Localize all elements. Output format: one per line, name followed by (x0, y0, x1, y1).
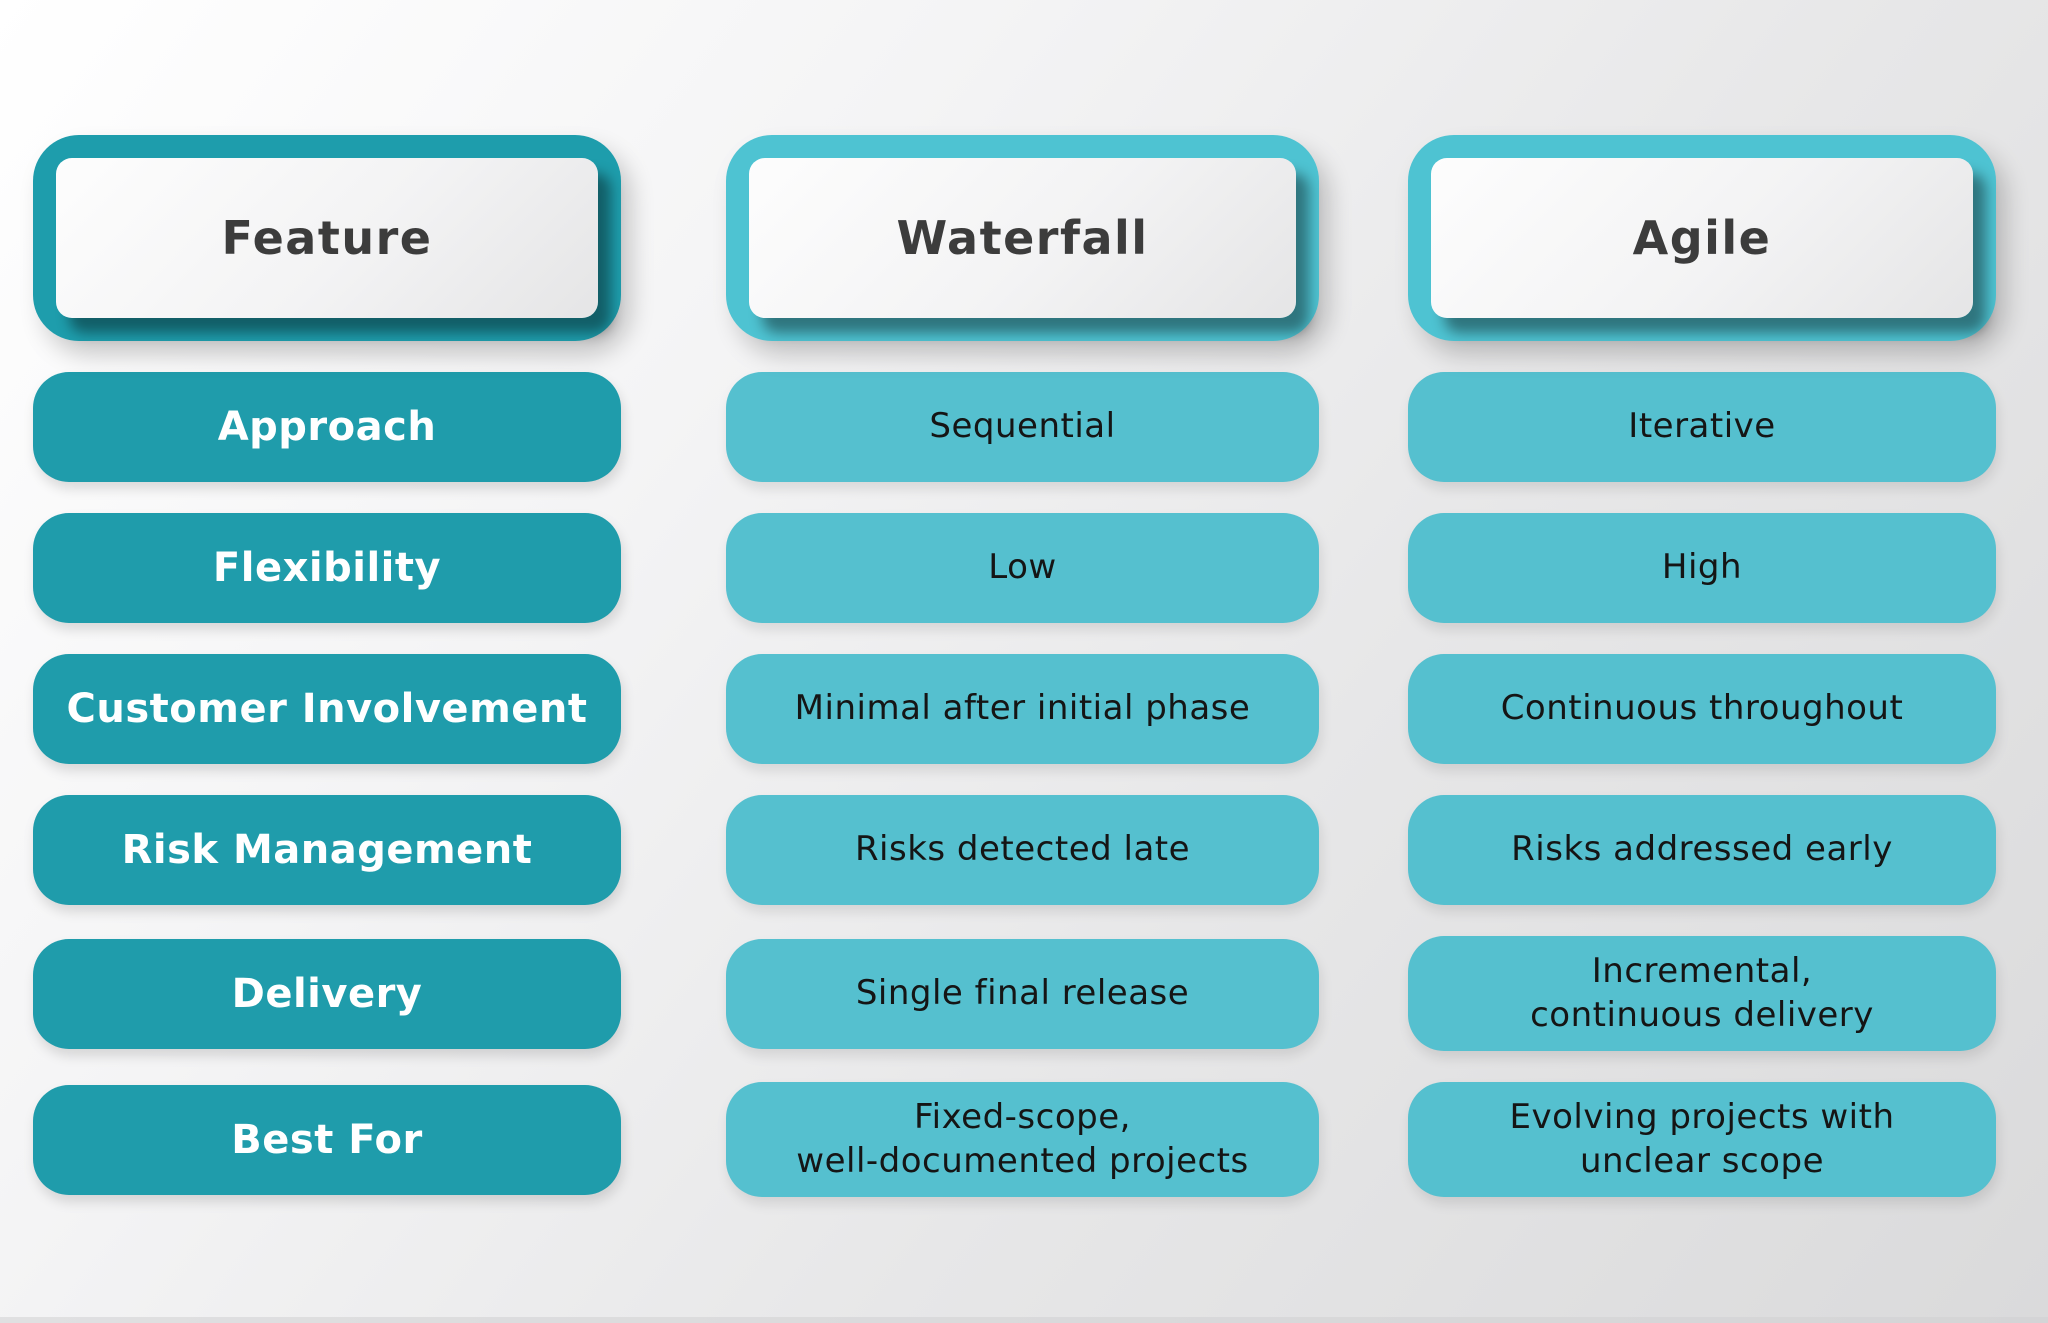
cell-waterfall-customer-involvement: Minimal after initial phase (726, 654, 1319, 764)
row-label-flexibility: Flexibility (33, 513, 621, 623)
row-label-risk-management: Risk Management (33, 795, 621, 905)
column-header-label: Waterfall (896, 211, 1149, 265)
cell-waterfall-flexibility: Low (726, 513, 1319, 623)
cell-waterfall-approach: Sequential (726, 372, 1319, 482)
column-header-agile: Agile (1408, 135, 1996, 341)
cell-waterfall-delivery: Single final release (726, 938, 1319, 1049)
cell-agile-delivery: Incremental, continuous delivery (1408, 936, 1996, 1052)
row-label-approach: Approach (33, 372, 621, 482)
cell-agile-risk-management: Risks addressed early (1408, 795, 1996, 905)
column-header-label: Feature (221, 211, 433, 265)
bottom-edge-shade (0, 1317, 2048, 1323)
cell-agile-customer-involvement: Continuous throughout (1408, 654, 1996, 764)
column-header-label: Agile (1632, 211, 1772, 265)
row-label-best-for: Best For (33, 1084, 621, 1195)
column-header-waterfall: Waterfall (726, 135, 1319, 341)
column-header-agile-panel: Agile (1431, 158, 1973, 318)
cell-agile-best-for: Evolving projects with unclear scope (1408, 1082, 1996, 1198)
cell-waterfall-best-for: Fixed-scope, well-documented projects (726, 1082, 1319, 1198)
column-header-feature: Feature (33, 135, 621, 341)
column-header-waterfall-panel: Waterfall (749, 158, 1296, 318)
row-label-customer-involvement: Customer Involvement (33, 654, 621, 764)
column-header-feature-panel: Feature (56, 158, 598, 318)
cell-agile-flexibility: High (1408, 513, 1996, 623)
comparison-table: Feature Waterfall Agile Approach Sequent… (33, 135, 1996, 1198)
cell-agile-approach: Iterative (1408, 372, 1996, 482)
row-label-delivery: Delivery (33, 938, 621, 1049)
cell-waterfall-risk-management: Risks detected late (726, 795, 1319, 905)
